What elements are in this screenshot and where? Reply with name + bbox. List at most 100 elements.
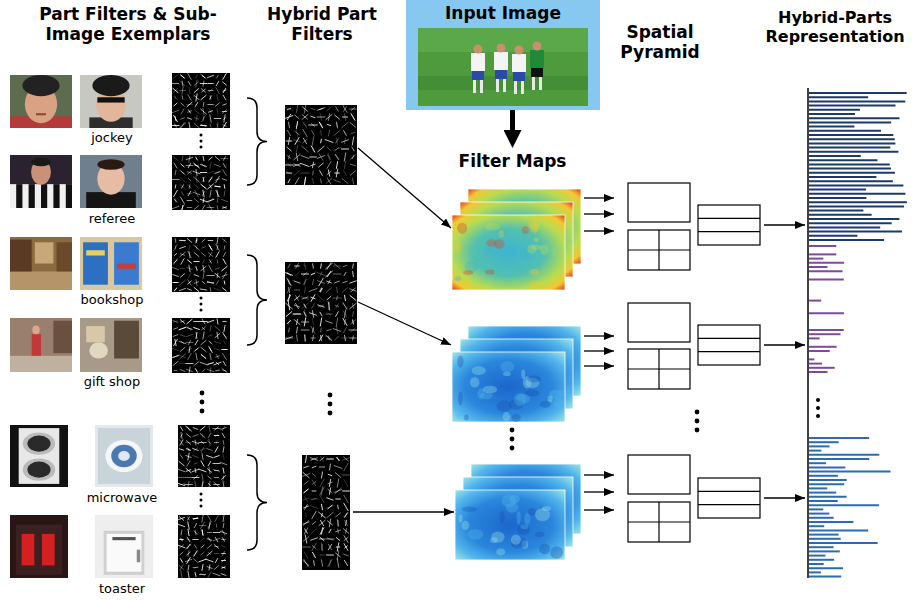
- hog-stroke: [293, 164, 301, 167]
- hog-stroke: [305, 497, 308, 502]
- hog-stroke: [287, 155, 291, 159]
- hog-stroke: [201, 461, 204, 467]
- hog-stroke: [319, 555, 325, 556]
- hog-stroke: [336, 457, 340, 460]
- hog-stroke: [301, 322, 309, 323]
- hog-background: [178, 515, 230, 578]
- hog-stroke: [294, 319, 301, 324]
- hog-stroke: [193, 177, 199, 182]
- hog-stroke: [179, 516, 184, 520]
- hog-stroke: [319, 153, 323, 160]
- hog-stroke: [179, 354, 185, 359]
- hog-stroke: [317, 305, 324, 308]
- hog-stroke: [175, 170, 177, 175]
- hog-stroke: [288, 179, 290, 183]
- hog-stroke: [216, 370, 220, 371]
- hog-stroke: [193, 558, 198, 562]
- hog-stroke: [301, 163, 310, 166]
- hog-stroke: [207, 83, 213, 84]
- spatial-pyramid: [628, 303, 760, 389]
- hog-stroke: [296, 334, 297, 341]
- hog-stroke: [320, 328, 322, 333]
- hog-stroke: [317, 107, 326, 110]
- player-figure: [512, 46, 526, 95]
- category-label: toaster: [99, 581, 145, 596]
- hog-stroke: [217, 260, 219, 264]
- image-detail: [22, 75, 59, 96]
- hog-stroke: [328, 489, 333, 493]
- hog-stroke: [328, 505, 333, 509]
- hog-stroke: [201, 88, 206, 92]
- hog-stroke: [337, 505, 339, 509]
- arrow-line: [584, 509, 614, 510]
- hog-stroke: [221, 199, 228, 202]
- player-head: [515, 46, 524, 55]
- hog-stroke: [214, 118, 221, 119]
- hog-stroke: [179, 252, 185, 257]
- hog-stroke: [319, 122, 322, 128]
- hog-stroke: [193, 327, 200, 329]
- hog-stroke: [320, 527, 324, 534]
- hog-stroke: [335, 311, 338, 316]
- hog-stroke: [187, 260, 192, 264]
- ellipsis-dots: [510, 428, 515, 451]
- hog-stroke: [288, 294, 289, 302]
- image-background: [80, 318, 142, 372]
- hog-stroke: [188, 272, 192, 278]
- histogram-bar: [809, 358, 814, 360]
- hog-stroke: [210, 287, 212, 292]
- map-texture: [522, 226, 529, 234]
- hog-stroke: [328, 130, 329, 137]
- hog-stroke: [328, 113, 329, 121]
- hog-stroke: [180, 369, 186, 371]
- dot: [200, 400, 205, 405]
- hog-stroke: [215, 268, 220, 270]
- arrow-line: [584, 230, 614, 231]
- hog-stroke: [188, 73, 192, 79]
- hog-stroke: [173, 260, 177, 263]
- hog-stroke: [207, 532, 212, 533]
- hog-stroke: [352, 271, 353, 277]
- image-background: [80, 237, 142, 290]
- hog-stroke: [221, 266, 227, 271]
- hog-stroke: [208, 483, 211, 486]
- hog-stroke: [215, 348, 221, 350]
- hog-stroke: [193, 428, 198, 430]
- hog-stroke: [209, 252, 212, 257]
- map-texture: [535, 532, 544, 537]
- category-label-box: jockey: [67, 130, 157, 146]
- hog-stroke: [208, 433, 211, 438]
- hog-stroke: [305, 513, 307, 518]
- hog-stroke: [305, 455, 306, 463]
- hog-stroke: [207, 281, 214, 284]
- map-texture: [509, 495, 520, 504]
- hog-stroke: [328, 302, 329, 310]
- hog-stroke: [216, 81, 219, 86]
- hog-stroke: [180, 274, 184, 278]
- column-heading: Part Filters & Sub-Image Exemplars: [39, 4, 217, 44]
- pyramid-grid-line: [628, 249, 690, 250]
- hog-stroke: [201, 124, 207, 126]
- hog-stroke: [209, 108, 213, 115]
- hog-stroke: [215, 333, 220, 337]
- hog-stroke: [187, 102, 193, 107]
- category-label-box: microwave: [77, 490, 167, 506]
- hog-stroke: [320, 263, 322, 268]
- hog-stroke: [302, 473, 311, 476]
- pyramid-level: [628, 183, 690, 222]
- hog-stroke: [188, 571, 189, 579]
- hog-stroke: [174, 163, 177, 169]
- hog-stroke: [207, 544, 212, 548]
- player-shorts: [513, 71, 525, 81]
- hog-stroke: [195, 267, 197, 271]
- hog-stroke: [209, 481, 210, 488]
- hog-stroke: [209, 178, 213, 181]
- pyramid-level: [628, 455, 690, 494]
- hog-stroke: [187, 118, 192, 120]
- hog-stroke: [294, 281, 300, 283]
- image-detail: [42, 534, 55, 566]
- hog-stroke: [208, 111, 213, 113]
- hog-stroke: [318, 305, 323, 307]
- hog-stroke: [217, 198, 219, 203]
- hog-stroke: [310, 271, 317, 277]
